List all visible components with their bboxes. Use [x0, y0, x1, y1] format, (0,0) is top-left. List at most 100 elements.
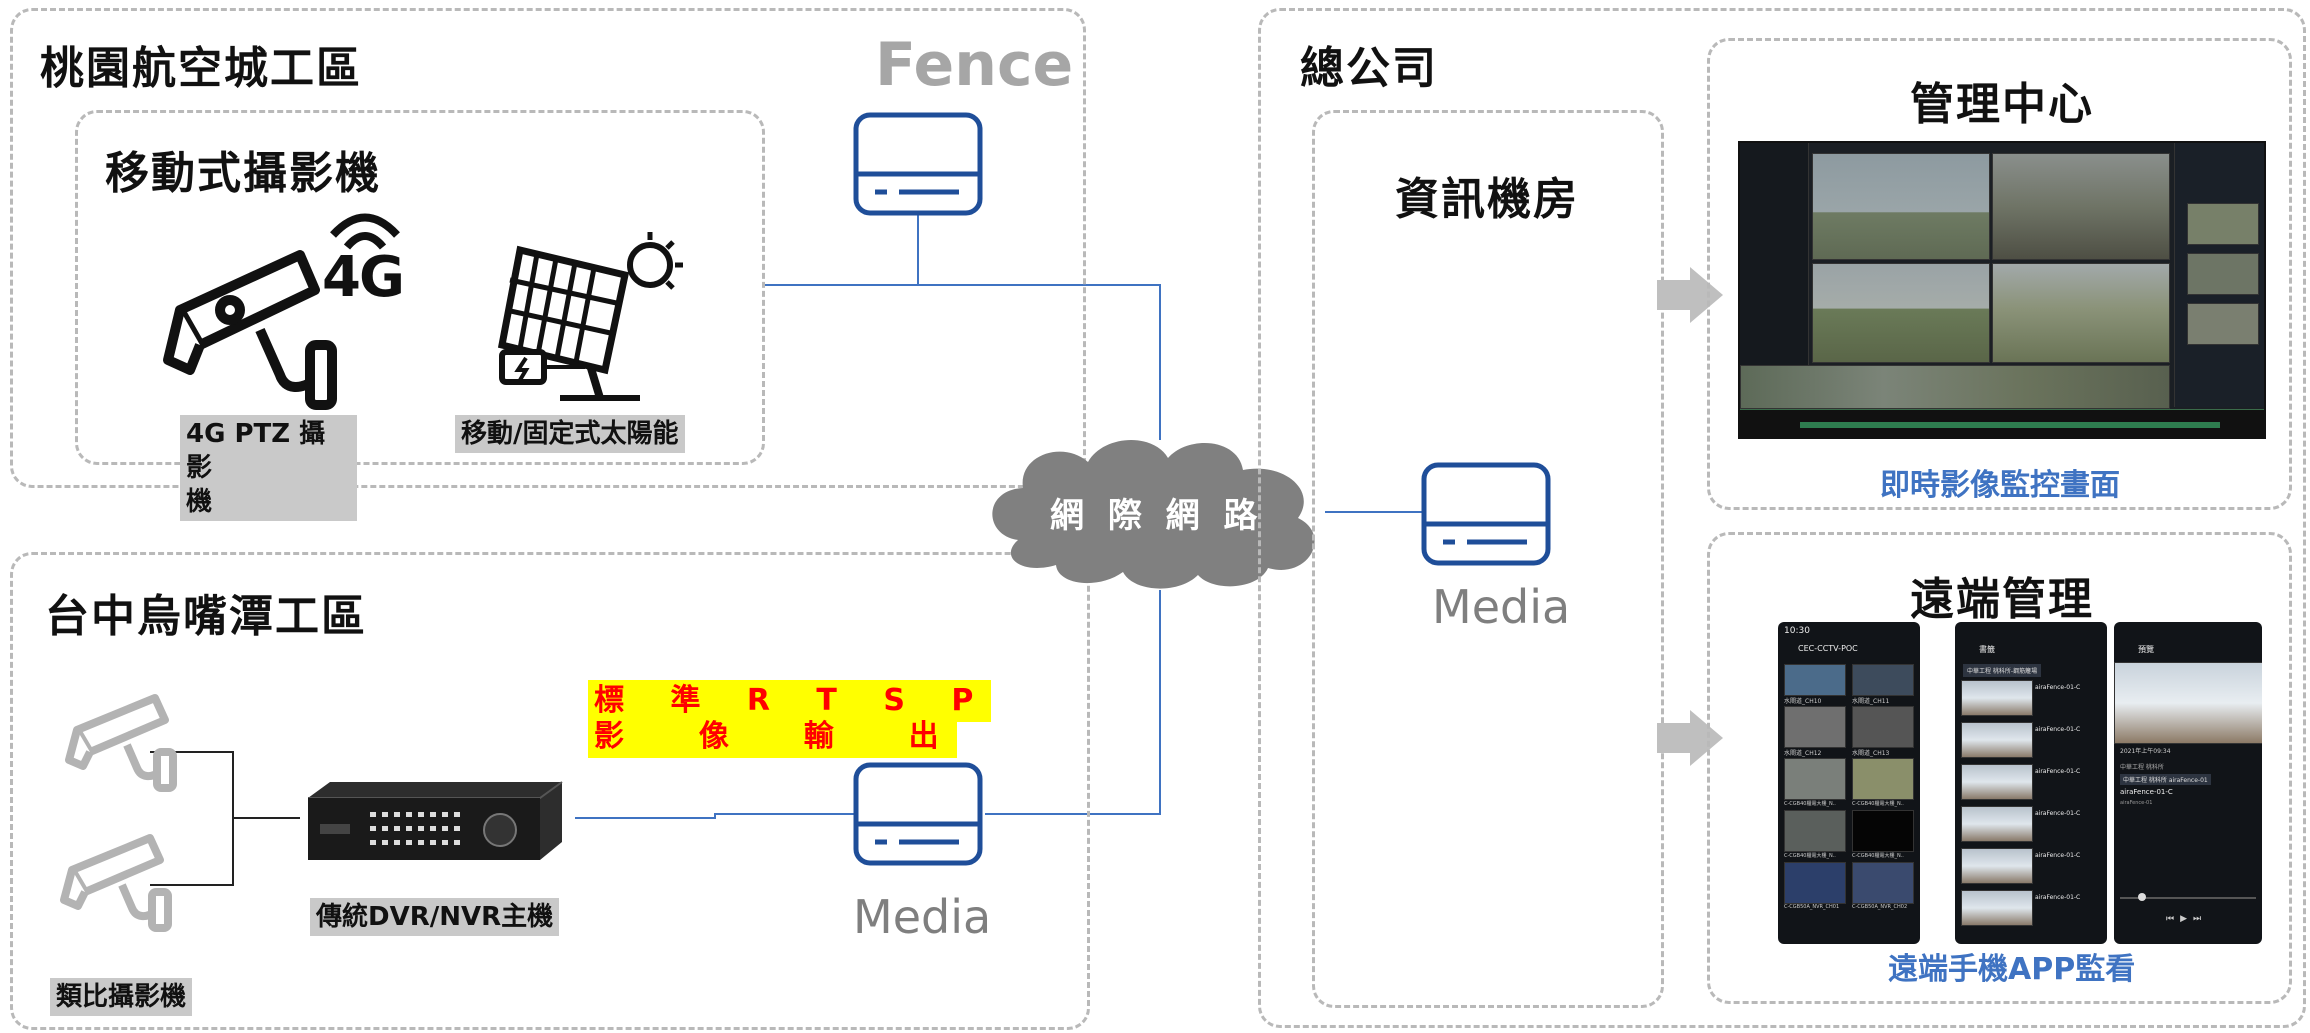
- phone1-item[interactable]: 水閘道_CH13: [1852, 750, 1890, 757]
- phone3-timestamp: 2021年上午09:34: [2120, 748, 2171, 755]
- phone2-tag: 中華工程 桃科所-鋼筋籬場: [1963, 664, 2042, 677]
- phone3-site: 中華工程 桃科所: [2120, 764, 2164, 771]
- vms-side-panel: [2174, 143, 2264, 407]
- vms-timeline: [1740, 409, 2264, 437]
- rtsp-label-line1: 標 準 R T S P: [588, 680, 992, 722]
- phone-screen-camera-list: 10:30 CEC-CCTV-POC 水閘道_CH10 水閘道_CH11 水閘道…: [1778, 622, 1920, 944]
- phone1-thumb: [1784, 758, 1846, 800]
- phone3-scrubber-knob[interactable]: [2138, 893, 2146, 901]
- remote-management-caption: 遠端手機APP監看: [1888, 952, 2136, 987]
- arrow-right-icon: [1657, 710, 1723, 766]
- analog-camera-icon: [65, 694, 177, 792]
- solar-label: 移動/固定式太陽能: [455, 415, 685, 453]
- phone1-thumb: [1784, 862, 1846, 904]
- fence-server-icon: [853, 112, 983, 216]
- phone1-thumb: [1852, 810, 1914, 852]
- side-thumb: [2187, 203, 2259, 245]
- dvr-label: 傳統DVR/NVR主機: [310, 898, 560, 936]
- phone1-item[interactable]: 水閘道_CH10: [1784, 698, 1822, 705]
- phone2-item[interactable]: airaFence-01-C: [2035, 684, 2081, 691]
- remote-management-title: 遠端管理: [1910, 574, 2094, 625]
- phone1-thumb: [1784, 706, 1846, 748]
- timeline-progress: [1800, 422, 2220, 428]
- server-room-title: 資訊機房: [1395, 174, 1579, 225]
- phone2-thumb: [1961, 890, 2033, 926]
- phone2-thumb: [1961, 722, 2033, 758]
- phone1-thumb: [1852, 664, 1914, 696]
- management-center-group: [1707, 38, 2292, 510]
- dvr-icon: [308, 781, 563, 860]
- fence-label: Fence: [875, 30, 1074, 100]
- ptz-camera-icon: [163, 250, 337, 410]
- phone1-item[interactable]: C-CGB50A_NVR_CH01: [1784, 904, 1840, 910]
- taoyuan-line: [765, 284, 1161, 440]
- phone-screen-bookmarks: 書籤 中華工程 桃科所-鋼筋籬場 airaFence-01-C airaFenc…: [1955, 622, 2107, 944]
- phone1-item[interactable]: C-CGB40櫃電大樓_N..: [1852, 853, 1904, 859]
- phone1-title: CEC-CCTV-POC: [1798, 644, 1858, 653]
- mobile-camera-group: [75, 110, 765, 465]
- management-center-caption: 即時影像監控畫面: [1880, 468, 2120, 503]
- phone2-thumb: [1961, 848, 2033, 884]
- analog-camera-label: 類比攝影機: [50, 978, 193, 1016]
- camera-tile: [1740, 365, 2170, 409]
- phone3-scrubber[interactable]: [2120, 897, 2256, 899]
- phone-screen-preview: 預覽 2021年上午09:34 中華工程 桃科所 中華工程 桃科所 airaFe…: [2114, 622, 2262, 944]
- phone2-thumb: [1961, 680, 2033, 716]
- phone1-thumb: [1852, 758, 1914, 800]
- phone2-item[interactable]: airaFence-01-C: [2035, 768, 2081, 775]
- phone3-device: airaFence-01-C: [2120, 788, 2173, 796]
- camera-tile: [1992, 153, 2170, 260]
- phone2-item[interactable]: airaFence-01-C: [2035, 852, 2081, 859]
- hq-region: [1258, 8, 2306, 1028]
- phone1-item[interactable]: C-CGB40櫃電大樓_N..: [1784, 801, 1836, 807]
- server-room-group: [1312, 110, 1664, 1008]
- taichung-media-server-icon: [853, 762, 983, 866]
- camera-tile: [1992, 263, 2170, 363]
- phone2-title: 書籤: [1979, 645, 1995, 654]
- vms-tree-panel: [1740, 143, 1809, 403]
- taoyuan-title: 桃園航空城工區: [40, 43, 362, 94]
- analog-camera-icon: [60, 834, 172, 932]
- rtsp-label-line2: 影 像 輸 出: [588, 716, 957, 758]
- phone1-item[interactable]: C-CGB40櫃電大樓_N..: [1852, 801, 1904, 807]
- phone1-item[interactable]: 水閘道_CH12: [1784, 750, 1822, 757]
- camera-tile: [1812, 153, 1990, 260]
- remote-management-group: [1707, 532, 2292, 1004]
- arrow-right-icon: [1657, 267, 1723, 323]
- hq-media-server-icon: [1421, 462, 1551, 566]
- phone1-thumb: [1784, 810, 1846, 852]
- phone1-thumb: [1852, 706, 1914, 748]
- management-center-title: 管理中心: [1910, 79, 2094, 130]
- phone2-thumb: [1961, 764, 2033, 800]
- phone3-sub: airaFence-01: [2120, 800, 2153, 806]
- fourg-label: 4G: [322, 245, 405, 310]
- phone3-video: [2114, 662, 2262, 744]
- solar-panel-icon: [497, 232, 683, 401]
- phone1-time: 10:30: [1784, 626, 1810, 636]
- dvr-line: [575, 813, 858, 819]
- phone2-item[interactable]: airaFence-01-C: [2035, 726, 2081, 733]
- camera-tile: [1812, 263, 1990, 363]
- phone3-title: 預覽: [2138, 645, 2154, 654]
- phone2-thumb: [1961, 806, 2033, 842]
- phone1-item[interactable]: 水閘道_CH11: [1852, 698, 1890, 705]
- taoyuan-region: [10, 8, 1086, 488]
- phone1-thumb: [1852, 862, 1914, 904]
- phone1-thumb: [1784, 664, 1846, 696]
- phone1-item[interactable]: C-CGB40櫃電大樓_N..: [1784, 853, 1836, 859]
- phone2-item[interactable]: airaFence-01-C: [2035, 810, 2081, 817]
- taichung-region: [10, 552, 1090, 1030]
- hq-title: 總公司: [1300, 43, 1438, 94]
- ptz-camera-label: 4G PTZ 攝影 機: [180, 415, 357, 521]
- play-controls-icon[interactable]: ⏮▶⏭: [2166, 914, 2208, 924]
- taichung-media-label: Media: [853, 890, 992, 944]
- vms-screenshot: [1738, 141, 2266, 439]
- signal-icon: [330, 213, 400, 250]
- taichung-line: [985, 590, 1161, 815]
- taichung-title: 台中烏嘴潭工區: [45, 591, 367, 642]
- internet-label: 網 際 網 路: [1050, 496, 1264, 536]
- phone1-item[interactable]: C-CGB50A_NVR_CH02: [1852, 904, 1908, 910]
- internet-cloud-icon: [992, 440, 1315, 589]
- phone2-item[interactable]: airaFence-01-C: [2035, 894, 2081, 901]
